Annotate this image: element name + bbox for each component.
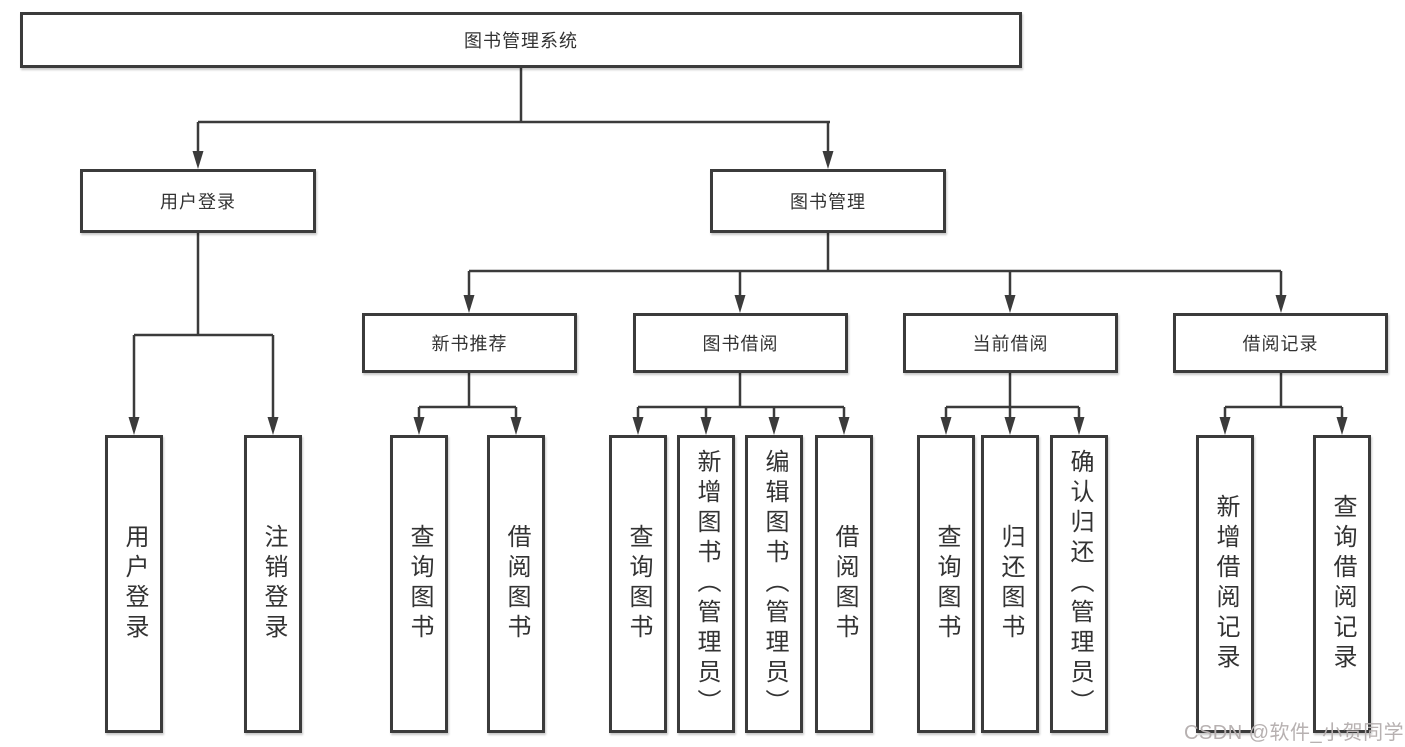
leaf-user-login-label: 用户登录: [121, 524, 148, 644]
connector-user-login-branch: [132, 233, 275, 419]
leaf-add-book-admin: 新增图书（管理员）: [677, 435, 735, 733]
node-borrow-records: 借阅记录: [1173, 313, 1388, 373]
leaf-edit-book-admin-label: 编辑图书（管理员）: [761, 449, 788, 719]
node-book-management: 图书管理: [710, 169, 946, 233]
leaf-add-borrow-record: 新增借阅记录: [1196, 435, 1254, 733]
node-book-borrow: 图书借阅: [633, 313, 848, 373]
node-root-label: 图书管理系统: [464, 31, 578, 51]
leaf-search-borrow-record-label: 查询借阅记录: [1329, 494, 1356, 674]
arrowheads-user-login-branch: [128, 417, 279, 435]
node-user-login: 用户登录: [80, 169, 316, 233]
leaf-search-book-recommend-label: 查询图书: [406, 524, 433, 644]
leaf-borrow-book-recommend-label: 借阅图书: [503, 524, 530, 644]
node-user-login-label: 用户登录: [160, 192, 236, 212]
connector-root-to-level2: [196, 68, 830, 153]
leaf-search-book-current-label: 查询图书: [933, 524, 960, 644]
arrowheads-level2: [192, 151, 834, 169]
node-root: 图书管理系统: [20, 12, 1022, 68]
leaf-borrow-book: 借阅图书: [815, 435, 873, 733]
node-book-management-label: 图书管理: [790, 192, 866, 212]
leaf-search-book-current: 查询图书: [917, 435, 975, 733]
node-book-borrow-label: 图书借阅: [702, 334, 779, 354]
leaf-search-book-borrow: 查询图书: [609, 435, 667, 733]
leaf-borrow-book-recommend: 借阅图书: [487, 435, 545, 733]
leaf-add-borrow-record-label: 新增借阅记录: [1212, 494, 1239, 674]
arrowheads-level3: [463, 295, 1287, 313]
node-new-book-recommend-label: 新书推荐: [431, 334, 508, 354]
leaf-search-borrow-record: 查询借阅记录: [1313, 435, 1371, 733]
leaf-add-book-admin-label: 新增图书（管理员）: [693, 449, 720, 719]
leaf-search-book-recommend: 查询图书: [390, 435, 448, 733]
arrowheads-level4: [413, 417, 1348, 435]
leaf-return-book: 归还图书: [981, 435, 1039, 733]
leaf-confirm-return-admin-label: 确认归还（管理员）: [1066, 449, 1093, 719]
connector-borrow-records-branch: [1223, 373, 1344, 419]
leaf-confirm-return-admin: 确认归还（管理员）: [1050, 435, 1108, 733]
leaf-return-book-label: 归还图书: [997, 524, 1024, 644]
leaf-search-book-borrow-label: 查询图书: [625, 524, 652, 644]
node-current-borrow-label: 当前借阅: [972, 334, 1049, 354]
leaf-borrow-book-label: 借阅图书: [831, 524, 858, 644]
connector-current-borrow-branch: [944, 373, 1081, 419]
leaf-logout-label: 注销登录: [260, 524, 287, 644]
connector-new-book-branch: [417, 373, 518, 419]
leaf-user-login: 用户登录: [105, 435, 163, 733]
leaf-logout: 注销登录: [244, 435, 302, 733]
node-current-borrow: 当前借阅: [903, 313, 1118, 373]
csdn-watermark: CSDN @软件_小贺同学: [1184, 722, 1405, 744]
node-borrow-records-label: 借阅记录: [1242, 334, 1319, 354]
connector-book-borrow-branch: [636, 373, 846, 419]
leaf-edit-book-admin: 编辑图书（管理员）: [745, 435, 803, 733]
connector-book-management-branch: [467, 233, 1283, 297]
node-new-book-recommend: 新书推荐: [362, 313, 577, 373]
